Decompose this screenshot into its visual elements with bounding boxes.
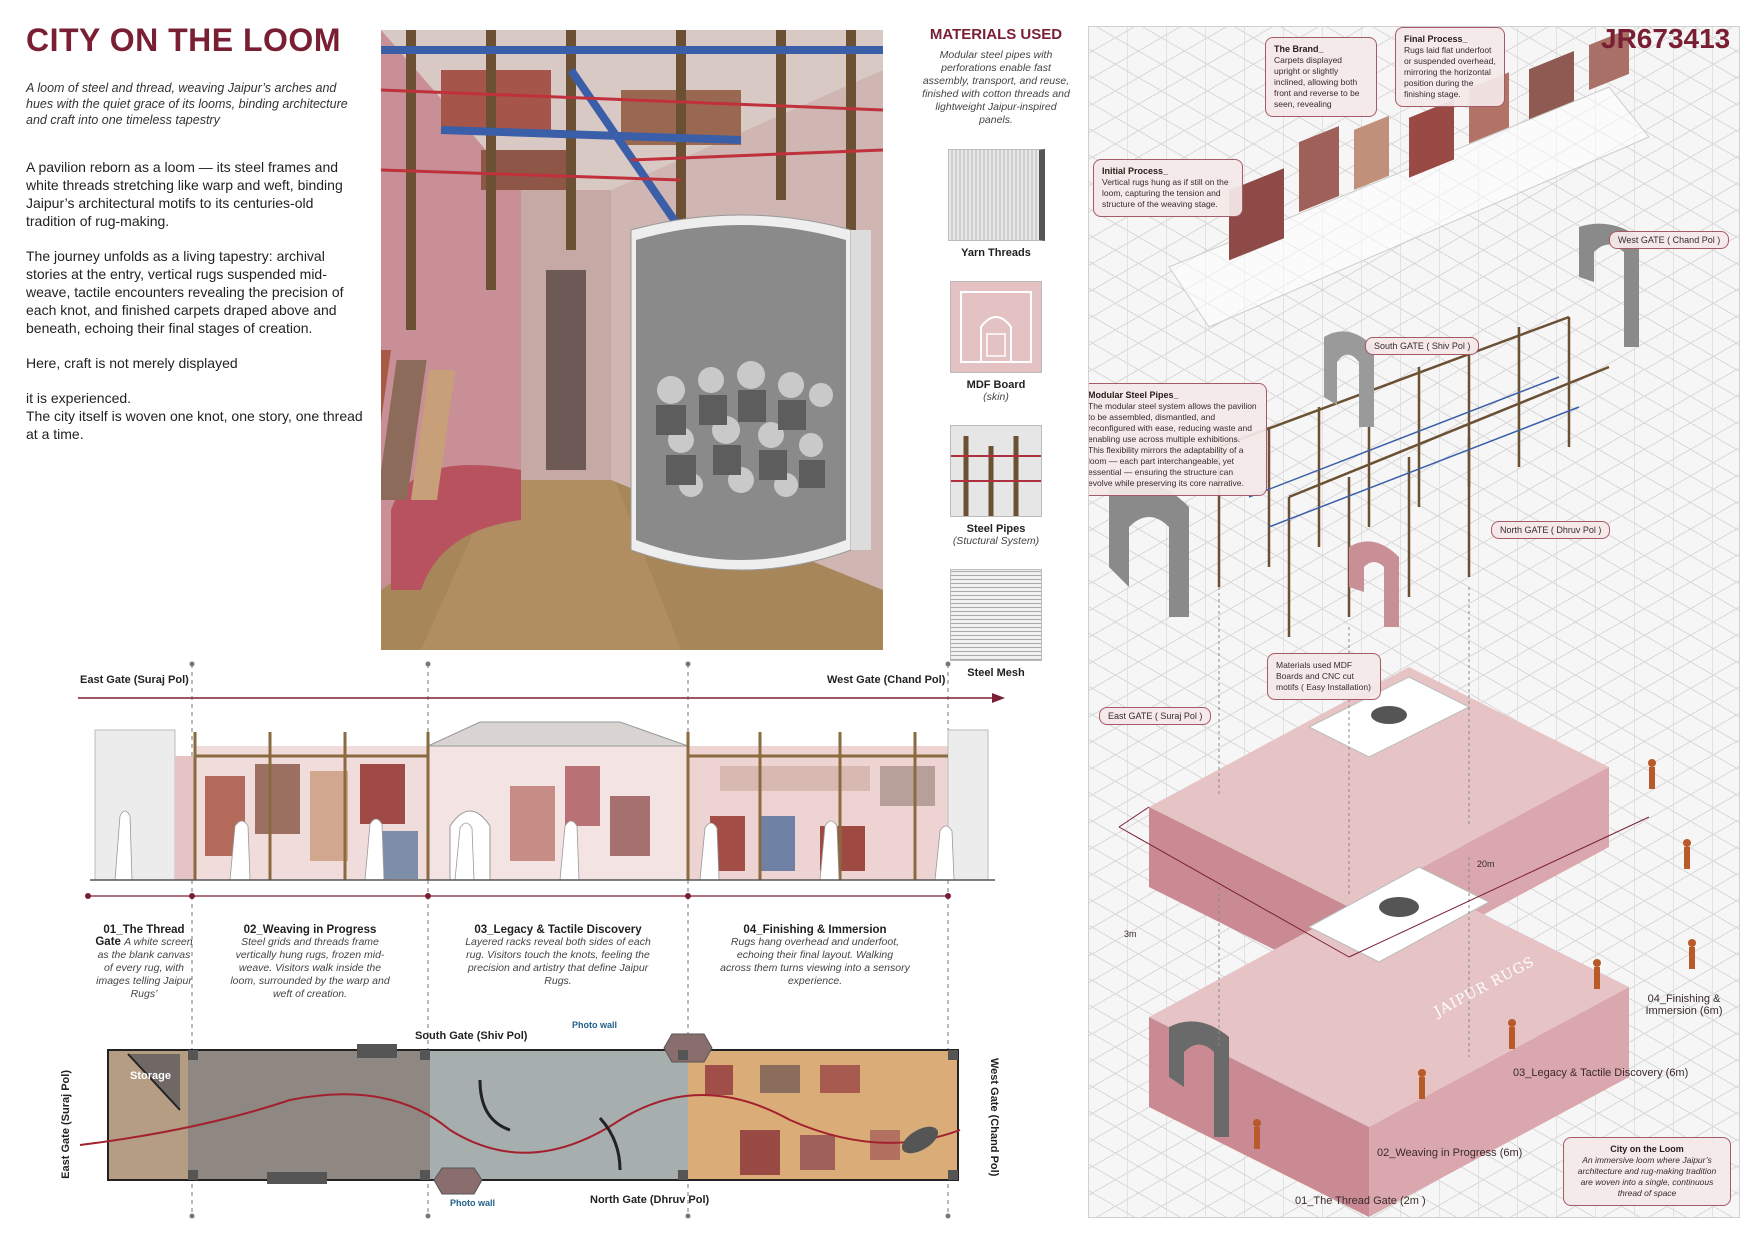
material-label: Steel Pipes: [966, 523, 1026, 535]
note-body: The modular steel system allows the pavi…: [1088, 401, 1257, 488]
zone-4: 04_Finishing & Immersion Rugs hang overh…: [720, 924, 910, 988]
material-item: Steel Pipes (Stuctural System): [920, 425, 1072, 547]
note-brand: The Brand_ Carpets displayed upright or …: [1265, 37, 1377, 117]
material-label: Steel Mesh: [967, 667, 1025, 679]
material-item: Yarn Threads: [920, 149, 1072, 259]
note-city-on-the-loom: City on the Loom An immersive loom where…: [1563, 1137, 1731, 1206]
mdf-board-swatch: [950, 281, 1042, 373]
steel-mesh-swatch: [950, 569, 1042, 661]
note-title: Initial Process_: [1102, 166, 1169, 176]
south-gate-label: South Gate (Shiv Pol): [415, 1030, 528, 1042]
note-title: Modular Steel Pipes_: [1088, 390, 1179, 400]
intro-paragraph-1: A pavilion reborn as a loom — its steel …: [26, 159, 343, 229]
note-body: Rugs laid flat underfoot or suspended ov…: [1404, 45, 1496, 99]
zone-2: 02_Weaving in Progress Steel grids and t…: [230, 924, 390, 1001]
zone-title: 02_Weaving in Progress: [243, 924, 377, 936]
iso-zone-3: 03_Legacy & Tactile Discovery (6m): [1513, 1067, 1689, 1079]
section-drawing: East Gate (Suraj Pol) West Gate (Chand P…: [60, 646, 1010, 1219]
zone-description: Steel grids and threads frame vertically…: [230, 936, 390, 1000]
material-item: MDF Board (skin): [920, 281, 1072, 403]
page-subtitle: A loom of steel and thread, weaving Jaip…: [26, 81, 348, 127]
plan-east-gate-label: East Gate (Suraj Pol): [60, 1070, 72, 1179]
iso-zone-2: 02_Weaving in Progress (6m): [1377, 1147, 1523, 1159]
note-modular-steel-pipes: Modular Steel Pipes_ The modular steel s…: [1088, 383, 1267, 496]
note-title: The Brand_: [1274, 44, 1324, 54]
zone-1: 01_The Thread Gate A white screen as the…: [94, 924, 194, 1001]
yarn-threads-swatch: [947, 149, 1045, 241]
zone-title: 04_Finishing & Immersion: [743, 924, 887, 936]
note-body: Carpets displayed upright or slightly in…: [1274, 55, 1360, 109]
note-body: An immersive loom where Jaipur’s archite…: [1577, 1155, 1717, 1198]
iso-zone-4: 04_Finishing & Immersion (6m): [1645, 993, 1723, 1017]
zone-description: Layered racks reveal both sides of each …: [465, 936, 651, 987]
note-title: City on the Loom: [1610, 1144, 1684, 1154]
zone-3: 03_Legacy & Tactile Discovery Layered ra…: [458, 924, 658, 988]
storage-label: Storage: [130, 1070, 171, 1082]
note-title: Final Process_: [1404, 34, 1468, 44]
interior-render: [381, 30, 883, 650]
tag-east-gate: East GATE ( Suraj Pol ): [1099, 707, 1212, 725]
material-sublabel: (Stuctural System): [952, 535, 1040, 547]
iso-zone-1: 01_The Thread Gate (2m ): [1295, 1195, 1426, 1207]
intro-paragraph-5: The city itself is woven one knot, one s…: [26, 408, 363, 442]
materials-panel: MATERIALS USED Modular steel pipes with …: [920, 26, 1072, 679]
dimension-20m: 20m: [1477, 859, 1495, 869]
materials-heading: MATERIALS USED: [929, 26, 1063, 43]
zone-title: 01_The Thread Gate: [95, 924, 185, 948]
project-code: JR673413: [1601, 26, 1731, 54]
dimension-3m: 3m: [1124, 929, 1137, 939]
note-initial-process: Initial Process_ Vertical rugs hung as i…: [1093, 159, 1243, 217]
note-body: Materials used MDF Boards and CNC cut mo…: [1276, 660, 1371, 692]
material-label: Yarn Threads: [961, 247, 1031, 259]
material-sublabel: (skin): [983, 391, 1009, 403]
zone-description: A white screen as the blank canvas of ev…: [96, 936, 193, 1000]
page-title: CITY ON THE LOOM: [26, 22, 341, 58]
note-final-process: Final Process_ Rugs laid flat underfoot …: [1395, 27, 1505, 107]
floor-plan: Storage South Gate (Shiv Pol) North Gate…: [60, 1010, 1020, 1210]
intro-paragraph-3: Here, craft is not merely displayed: [26, 355, 238, 371]
section-east-gate-label: East Gate (Suraj Pol): [80, 674, 189, 686]
isometric-panel: JR673413 The Brand_ Carpets displayed up…: [1088, 26, 1740, 1218]
photo-wall-label-top: Photo wall: [572, 1020, 617, 1030]
note-mdf: Materials used MDF Boards and CNC cut mo…: [1267, 653, 1381, 700]
photo-wall-label-bottom: Photo wall: [450, 1198, 495, 1208]
material-item: Steel Mesh: [920, 569, 1072, 679]
plan-west-gate-label: West Gate (Chand Pol): [988, 1058, 1000, 1177]
intro-paragraph-4: it is experienced.: [26, 390, 132, 406]
tag-west-gate: West GATE ( Chand Pol ): [1609, 231, 1730, 249]
material-label: MDF Board: [966, 379, 1026, 391]
north-gate-label: North Gate (Dhruv Pol): [590, 1194, 710, 1206]
zone-title: 03_Legacy & Tactile Discovery: [474, 924, 642, 936]
section-west-gate-label: West Gate (Chand Pol): [827, 674, 946, 686]
zone-description: Rugs hang overhead and underfoot, echoin…: [720, 936, 910, 987]
tag-south-gate: South GATE ( Shiv Pol ): [1365, 337, 1480, 355]
intro-paragraph-2: The journey unfolds as a living tapestry…: [26, 248, 344, 336]
note-body: Vertical rugs hung as if still on the lo…: [1102, 177, 1229, 209]
intro-text: A pavilion reborn as a loom — its steel …: [26, 158, 366, 460]
materials-description: Modular steel pipes with perforations en…: [922, 49, 1070, 126]
steel-pipes-swatch: [950, 425, 1042, 517]
tag-north-gate: North GATE ( Dhruv Pol ): [1491, 521, 1611, 539]
